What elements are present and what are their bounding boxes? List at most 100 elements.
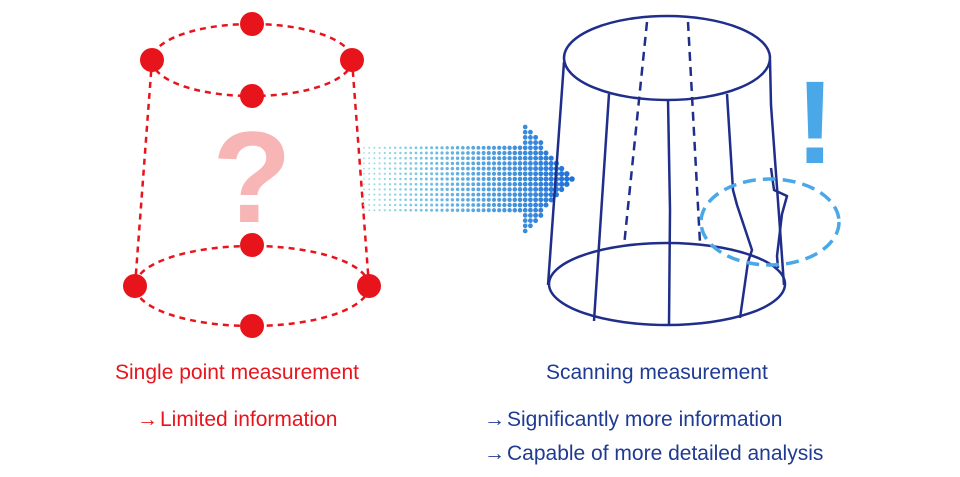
arrow-dot <box>399 198 402 202</box>
arrow-dot <box>363 183 365 186</box>
arrow-dot <box>502 197 507 202</box>
arrow-dot <box>533 171 539 177</box>
arrow-dot <box>461 151 465 155</box>
arrow-dot <box>528 176 533 182</box>
arrow-dot <box>383 177 386 181</box>
arrow-dot <box>522 150 528 156</box>
arrow-dot <box>512 187 518 192</box>
arrow-dot <box>414 156 418 160</box>
arrow-dot <box>399 208 402 212</box>
arrow-dot <box>533 134 539 140</box>
arrow-dot <box>512 155 518 161</box>
arrow-dot <box>430 208 434 212</box>
arrow-dot <box>466 208 470 213</box>
arrow-dot <box>424 146 428 150</box>
arrow-dot <box>476 203 481 207</box>
arrow-dot <box>538 171 544 177</box>
arrow-dot <box>455 198 460 202</box>
arrow-dot <box>430 193 434 197</box>
arrow-dot <box>507 150 512 156</box>
arrow-dot <box>533 186 539 192</box>
arrow-dot <box>368 146 371 149</box>
arrow-dot <box>497 176 502 182</box>
arrow-dot <box>378 198 381 201</box>
arrow-dot <box>373 209 376 212</box>
arrow-dot <box>533 155 539 161</box>
measurement-point <box>240 314 264 338</box>
arrow-dot <box>538 192 544 198</box>
arrow-dot <box>466 203 470 207</box>
arrow-dot <box>404 203 407 207</box>
scanning-note-text: Significantly more information <box>507 408 783 431</box>
arrow-dot <box>507 197 512 202</box>
arrow-dot <box>363 188 365 191</box>
measurement-point <box>240 12 264 36</box>
arrow-dot <box>471 161 476 166</box>
arrow-dot <box>435 151 439 155</box>
arrow-dot <box>388 162 392 165</box>
arrow-dot <box>424 172 428 176</box>
arrow-dot <box>481 208 486 213</box>
arrow-dot <box>543 202 549 208</box>
arrow-dot <box>486 197 491 202</box>
arrow-dot <box>564 176 570 182</box>
arrow-dot <box>440 146 444 150</box>
arrow-dot <box>502 166 507 171</box>
arrow-dot <box>368 152 371 154</box>
arrow-dot <box>394 162 397 165</box>
arrow-dot <box>399 172 402 176</box>
arrow-dot <box>538 140 544 146</box>
arrow-dot <box>486 150 491 156</box>
arrow-dot <box>388 183 392 186</box>
arrow-dot <box>461 182 465 186</box>
arrow-dot <box>450 203 455 207</box>
arrow-dot <box>481 145 486 150</box>
arrow-dot <box>424 182 428 186</box>
arrow-dot <box>394 203 397 207</box>
arrow-dot <box>461 177 465 181</box>
arrow-dot <box>424 187 428 191</box>
arrow-dot <box>497 156 502 161</box>
arrow-dot <box>430 161 434 165</box>
arrow-dot <box>471 156 476 161</box>
measurement-point <box>140 48 164 72</box>
arrow-dot <box>543 160 549 166</box>
arrow-dot <box>522 202 528 208</box>
arrow-dot <box>476 171 481 176</box>
arrow-dot <box>461 172 465 176</box>
arrow-dot <box>476 145 481 150</box>
arrow-dot <box>522 129 528 135</box>
arrow-dot <box>512 161 518 166</box>
arrow-dot <box>424 177 428 181</box>
arrow-dot <box>409 162 413 165</box>
arrow-dot <box>409 193 413 196</box>
arrow-dot <box>481 156 486 161</box>
arrow-dot <box>491 156 497 161</box>
arrow-dot <box>522 166 528 171</box>
arrow-dot <box>404 193 407 196</box>
arrow-dot <box>373 178 376 180</box>
arrow-dot <box>481 151 486 155</box>
arrow-dot <box>419 177 423 181</box>
arrow-dot <box>394 188 397 191</box>
arrow-dot <box>491 197 497 202</box>
scan-line <box>666 98 672 326</box>
arrow-dot <box>388 177 392 181</box>
arrow-dot <box>455 177 460 181</box>
arrow-dot <box>394 146 397 149</box>
arrow-dot <box>404 182 407 186</box>
arrow-dot <box>481 182 486 187</box>
arrow-dot <box>512 171 518 177</box>
right-side-line <box>768 59 786 286</box>
arrow-dot <box>528 150 533 156</box>
arrow-dot <box>430 187 434 191</box>
arrow-dot <box>502 176 507 182</box>
arrow-dot <box>363 167 365 170</box>
arrow-dot <box>419 182 423 186</box>
arrow-dot <box>517 161 523 166</box>
arrow-dot <box>533 181 539 187</box>
arrow-dot <box>512 202 518 208</box>
arrow-dot <box>378 167 381 170</box>
arrow-dot <box>378 188 381 191</box>
arrow-dot <box>522 207 528 213</box>
